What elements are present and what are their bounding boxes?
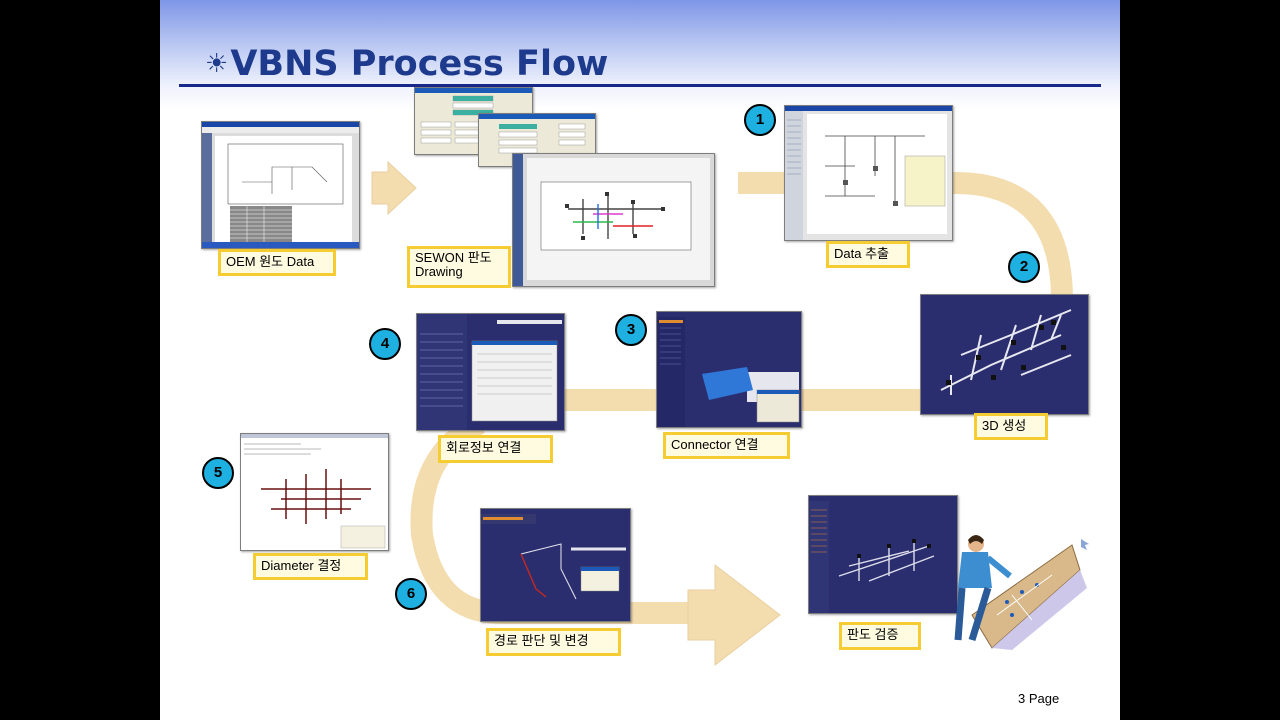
step-label-verification: 판도 검증 xyxy=(839,622,921,650)
connector-text: Connector 연결 xyxy=(671,437,759,452)
step-badge-6: 6 xyxy=(395,578,427,610)
title-underline xyxy=(179,84,1101,87)
step-badge-5: 5 xyxy=(202,457,234,489)
step-label-circuit-info: 회로정보 연결 xyxy=(438,435,553,463)
slide-title: ☀VBNS Process Flow xyxy=(205,44,608,84)
diameter-screenshot xyxy=(240,433,389,551)
route-screenshot xyxy=(480,508,631,622)
step-label-3d-generate: 3D 생성 xyxy=(974,413,1048,440)
verification-screenshot xyxy=(808,495,958,614)
verification-text: 판도 검증 xyxy=(847,627,899,642)
step-badge-2: 2 xyxy=(1008,251,1040,283)
sewon-drawing-screenshot xyxy=(512,153,715,287)
page-number: 3 Page xyxy=(1018,691,1060,706)
title-text: VBNS Process Flow xyxy=(230,44,609,84)
circuit-info-text: 회로정보 연결 xyxy=(446,440,522,455)
step-label-sewon-drawing: SEWON 판도 Drawing xyxy=(407,246,511,288)
step-label-data-extract: Data 추출 xyxy=(826,241,910,268)
step-badge-3: 3 xyxy=(615,314,647,346)
slide: ☀VBNS Process Flow OEM 원도 Data xyxy=(160,0,1120,720)
diameter-text: Diameter 결정 xyxy=(261,558,342,573)
sun-icon: ☀ xyxy=(205,49,229,79)
oem-data-text: OEM 원도 Data xyxy=(226,254,315,269)
circuit-info-screenshot xyxy=(416,313,565,431)
3d-generate-text: 3D 생성 xyxy=(982,418,1027,433)
step-label-oem-data: OEM 원도 Data xyxy=(218,249,336,276)
step-label-connector: Connector 연결 xyxy=(663,432,790,459)
route-text: 경로 판단 및 변경 xyxy=(494,633,589,648)
step-label-diameter: Diameter 결정 xyxy=(253,553,368,580)
step-badge-1: 1 xyxy=(744,104,776,136)
small-cursor-icon xyxy=(1081,539,1089,550)
oem-drawing-screenshot xyxy=(201,121,360,249)
data-extract-text: Data 추출 xyxy=(834,246,889,261)
data-extract-screenshot xyxy=(784,105,953,241)
sewon-drawing-line1: SEWON 판도 xyxy=(415,250,492,265)
sewon-drawing-line2: Drawing xyxy=(415,264,463,279)
3d-model-screenshot xyxy=(920,294,1089,415)
step-badge-4: 4 xyxy=(369,328,401,360)
connector-screenshot xyxy=(656,311,802,428)
step-label-route: 경로 판단 및 변경 xyxy=(486,628,621,656)
formboard-worker-illustration xyxy=(954,535,1087,650)
